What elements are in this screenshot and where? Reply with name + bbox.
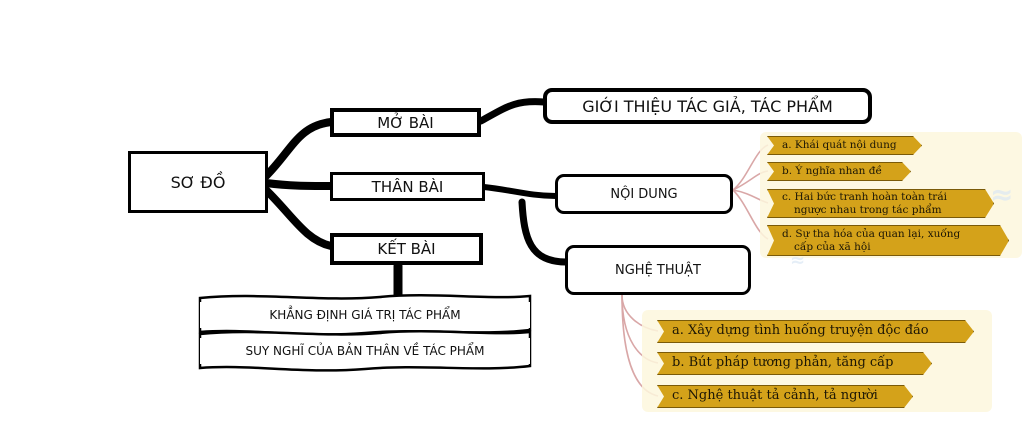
than-bai-label: THÂN BÀI (371, 177, 444, 196)
nghe-thuat-node: NGHỆ THUẬT (565, 245, 751, 295)
gioi-thieu-label: GIỚI THIỆU TÁC GIẢ, TÁC PHẨM (582, 96, 833, 116)
noidung-item-c: c. Hai bức tranh hoàn toàn trái ngược nh… (767, 189, 994, 218)
root-node: SƠ ĐỒ (128, 151, 268, 213)
watermark-glyph: ≈ (990, 178, 1014, 211)
connector-root-thanbai (262, 179, 335, 190)
nghe-thuat-label: NGHỆ THUẬT (615, 262, 701, 278)
ket-bai-item-2: SUY NGHĨ CỦA BẢN THÂN VỀ TÁC PHẨM (200, 338, 530, 364)
noi-dung-label: NỘI DUNG (610, 186, 678, 202)
connector-thanbai-nghethuat (518, 198, 570, 266)
connector-root-mobai (262, 118, 335, 180)
nghethuat-item-b: b. Bút pháp tương phản, tăng cấp (657, 352, 932, 375)
ket-bai-node: KẾT BÀI (330, 233, 483, 265)
nghethuat-item-c: c. Nghệ thuật tả cảnh, tả người (657, 385, 913, 408)
mo-bai-label: MỞ BÀI (377, 113, 434, 132)
noidung-item-b: b. Ý nghĩa nhan đề (767, 162, 911, 181)
noidung-item-d: d. Sự tha hóa của quan lại, xuống cấp củ… (767, 225, 1009, 256)
root-label: SƠ ĐỒ (170, 172, 226, 192)
gioi-thieu-node: GIỚI THIỆU TÁC GIẢ, TÁC PHẨM (543, 88, 872, 124)
connector-root-ketbai (262, 186, 335, 250)
noidung-item-a: a. Khái quát nội dung (767, 136, 922, 155)
connector-thanbai-noidung (481, 184, 559, 199)
mo-bai-node: MỞ BÀI (330, 108, 481, 137)
ket-bai-label: KẾT BÀI (377, 240, 436, 258)
connector-mobai-gioithieu (477, 98, 548, 125)
nghethuat-item-a: a. Xây dựng tình huống truyện độc đáo (657, 320, 974, 343)
noi-dung-node: NỘI DUNG (555, 174, 733, 214)
than-bai-node: THÂN BÀI (330, 172, 485, 201)
ket-bai-item-1: KHẲNG ĐỊNH GIÁ TRỊ TÁC PHẨM (200, 302, 530, 328)
